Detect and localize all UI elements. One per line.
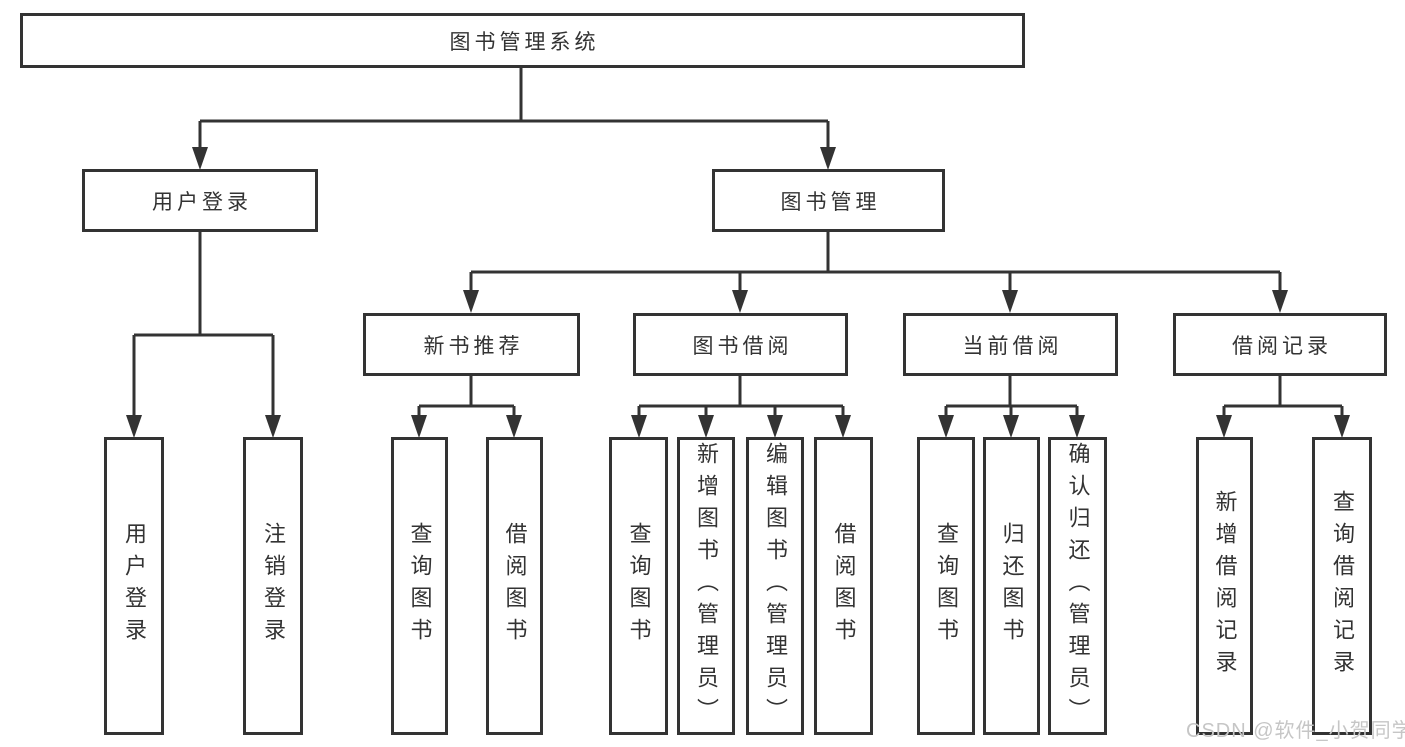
connector-arrowhead bbox=[732, 290, 748, 313]
leaf-borrow-books-borrowing: 借阅图书 bbox=[814, 437, 873, 735]
leaf-query-books-current: 查询图书 bbox=[917, 437, 975, 735]
leaf-borrow-books-recommend: 借阅图书 bbox=[486, 437, 543, 735]
node-label: 注销登录 bbox=[261, 522, 286, 650]
node-label: 借阅图书 bbox=[502, 522, 528, 650]
connector-arrowhead bbox=[1003, 415, 1019, 438]
connector-arrowhead bbox=[698, 415, 714, 438]
node-label: 新增借阅记录 bbox=[1212, 490, 1238, 682]
node-label: 新书推荐 bbox=[423, 334, 524, 358]
leaf-query-books-borrowing: 查询图书 bbox=[609, 437, 668, 735]
node-label: 新增图书（管理员） bbox=[694, 442, 719, 730]
leaf-add-books-admin: 新增图书（管理员） bbox=[677, 437, 735, 735]
node-label: 借阅图书 bbox=[831, 522, 857, 650]
leaf-add-borrow-record: 新增借阅记录 bbox=[1196, 437, 1253, 735]
node-book-management: 图书管理 bbox=[712, 169, 945, 232]
leaf-query-borrow-record: 查询借阅记录 bbox=[1312, 437, 1372, 735]
connector-arrowhead bbox=[820, 147, 836, 170]
node-current-borrowing: 当前借阅 bbox=[903, 313, 1118, 376]
node-new-book-recommend: 新书推荐 bbox=[363, 313, 580, 376]
node-label: 借阅记录 bbox=[1232, 334, 1332, 358]
leaf-query-books-recommend: 查询图书 bbox=[391, 437, 448, 735]
node-label: 确认归还（管理员） bbox=[1065, 442, 1091, 730]
node-borrow-records: 借阅记录 bbox=[1173, 313, 1387, 376]
node-label: 图书管理系统 bbox=[449, 30, 600, 54]
node-library-management-system: 图书管理系统 bbox=[20, 13, 1025, 68]
connector-arrowhead bbox=[1216, 415, 1232, 438]
connector-arrowhead bbox=[767, 415, 783, 438]
connector-arrowhead bbox=[1334, 415, 1350, 438]
leaf-edit-books-admin: 编辑图书（管理员） bbox=[746, 437, 804, 735]
node-label: 查询借阅记录 bbox=[1330, 490, 1355, 682]
node-label: 用户登录 bbox=[122, 522, 147, 650]
leaf-user-login: 用户登录 bbox=[104, 437, 164, 735]
connector-arrowhead bbox=[835, 415, 851, 438]
connector-arrowhead bbox=[1272, 290, 1288, 313]
leaf-confirm-return-admin: 确认归还（管理员） bbox=[1048, 437, 1107, 735]
node-label: 图书管理 bbox=[780, 190, 881, 214]
node-label: 查询图书 bbox=[626, 522, 652, 650]
connector-arrowhead bbox=[192, 147, 208, 170]
node-label: 查询图书 bbox=[407, 522, 433, 650]
connector-arrowhead bbox=[265, 415, 281, 438]
connector-arrowhead bbox=[938, 415, 954, 438]
node-label: 用户登录 bbox=[152, 190, 252, 214]
node-label: 编辑图书（管理员） bbox=[763, 442, 788, 730]
connector-arrowhead bbox=[463, 290, 479, 313]
leaf-logout: 注销登录 bbox=[243, 437, 303, 735]
node-label: 归还图书 bbox=[999, 522, 1025, 650]
connector-arrowhead bbox=[506, 415, 522, 438]
leaf-return-books: 归还图书 bbox=[983, 437, 1040, 735]
node-label: 查询图书 bbox=[934, 522, 959, 650]
node-user-login: 用户登录 bbox=[82, 169, 318, 232]
csdn-watermark: CSDN @软件_小贺同学 bbox=[1186, 720, 1405, 742]
node-label: 图书借阅 bbox=[692, 334, 793, 358]
connector-arrowhead bbox=[1069, 415, 1085, 438]
connector-arrowhead bbox=[126, 415, 142, 438]
connector-arrowhead bbox=[631, 415, 647, 438]
connector-arrowhead bbox=[411, 415, 427, 438]
node-book-borrowing: 图书借阅 bbox=[633, 313, 848, 376]
node-label: 当前借阅 bbox=[962, 334, 1063, 358]
connector-arrowhead bbox=[1002, 290, 1018, 313]
